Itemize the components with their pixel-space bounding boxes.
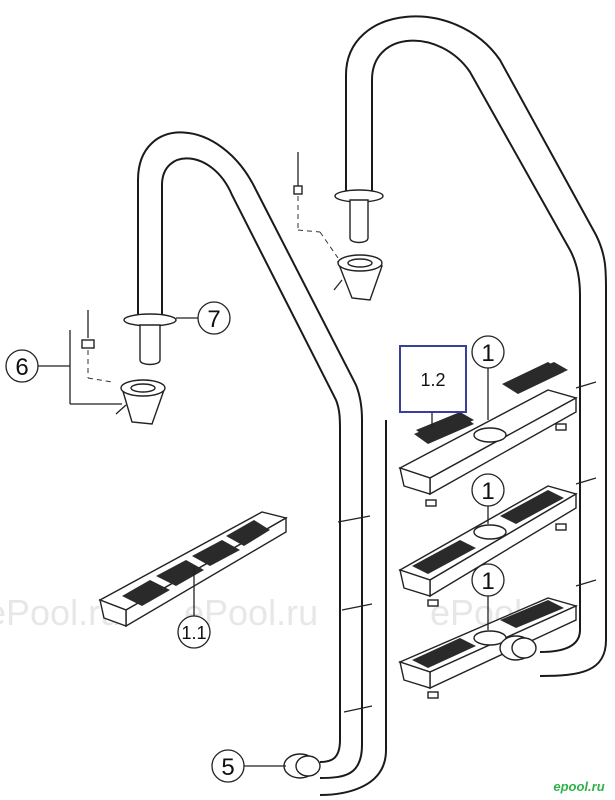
loose-step [98, 511, 288, 628]
callout-1-top-label: 1 [481, 340, 494, 367]
watermark-left: ePool.ru [0, 592, 120, 633]
callout-1-top: 1 [471, 335, 505, 420]
front-handrail [137, 131, 387, 796]
callout-1-2: 1.2 [399, 345, 467, 413]
callout-1-1: 1.1 [177, 566, 211, 649]
callout-6-label: 6 [15, 354, 28, 381]
callout-5-label: 5 [221, 754, 234, 781]
wall-bolts [337, 381, 597, 713]
callout-1-bottom: 1 [471, 563, 505, 630]
anchor-socket-front [115, 379, 166, 425]
callout-1-2-label: 1.2 [420, 370, 445, 390]
callout-1-1-label: 1.1 [181, 623, 206, 643]
callout-7: 7 [176, 301, 231, 335]
callout-5: 5 [211, 749, 286, 783]
brand-label: epool.ru [553, 779, 604, 794]
highlight-box [399, 345, 467, 413]
callout-6: 6 [5, 349, 70, 383]
pipe-cap-back [499, 635, 537, 661]
callout-1-middle-label: 1 [481, 478, 494, 505]
brand-logo: epool.ru [548, 779, 610, 794]
step-middle [398, 485, 578, 607]
flange-front [123, 313, 177, 366]
pipe-cap-front [283, 753, 321, 779]
back-handrail [345, 15, 607, 677]
callout-1-middle: 1 [471, 473, 505, 524]
callout-7-label: 7 [207, 306, 220, 333]
anchor-socket-back [333, 254, 383, 301]
callout-1-bottom-label: 1 [481, 568, 494, 595]
loose-tread-highlight [414, 362, 564, 444]
bolt-assembly-back [293, 152, 339, 259]
flange-back [334, 189, 384, 244]
step-bottom [398, 597, 579, 699]
bolt-assembly-front [69, 310, 122, 405]
